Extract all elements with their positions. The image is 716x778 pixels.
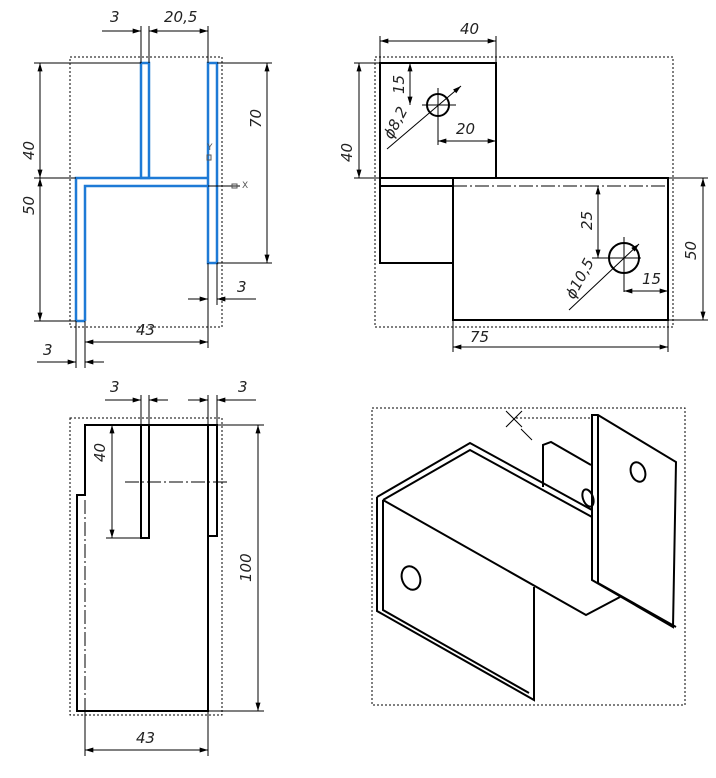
dim-left-height: 40 bbox=[338, 143, 356, 162]
dim-hole1-horizontal: 20 bbox=[456, 120, 475, 138]
dim-slot-right: 3 bbox=[238, 378, 248, 396]
dimensions: 3 3 40 100 43 bbox=[84, 378, 264, 756]
iso-hole-back bbox=[581, 488, 595, 508]
dim-top-thickness: 3 bbox=[110, 8, 120, 26]
dim-slot-depth: 40 bbox=[91, 443, 109, 462]
dim-hole2-vertical: 25 bbox=[578, 211, 596, 230]
iso-hole-right bbox=[629, 461, 647, 483]
top-view[interactable]: 40 40 15 20 ϕ8,2 25 15 ϕ10,5 50 75 bbox=[338, 20, 708, 352]
axis-y-label: Y bbox=[206, 143, 213, 153]
side-view[interactable]: 3 3 40 100 43 bbox=[69, 378, 264, 756]
axis-x-label: X bbox=[242, 181, 248, 191]
dim-plate-thickness: 3 bbox=[237, 278, 247, 296]
isometric-view[interactable] bbox=[371, 407, 686, 706]
dim-width: 43 bbox=[136, 729, 155, 747]
iso-hole-left bbox=[400, 565, 422, 591]
view-frame bbox=[374, 56, 674, 328]
axis-indicator: X Y bbox=[206, 143, 248, 191]
dimensions: 3 20,5 40 50 70 3 43 3 bbox=[20, 8, 272, 368]
origin-marker-icon bbox=[505, 410, 533, 441]
dim-bottom-width: 75 bbox=[470, 328, 489, 346]
dim-slot-left: 3 bbox=[110, 378, 120, 396]
dim-hole1-diameter: ϕ8,2 bbox=[380, 104, 412, 142]
dim-plate-height: 70 bbox=[247, 109, 265, 128]
dim-width: 43 bbox=[136, 321, 155, 339]
dim-upper-height: 40 bbox=[20, 141, 38, 160]
dim-height: 100 bbox=[237, 553, 255, 582]
dim-lower-height: 50 bbox=[20, 196, 38, 215]
dim-hole2-horizontal: 15 bbox=[642, 270, 661, 288]
dim-right-height: 50 bbox=[682, 241, 700, 260]
dim-top-width: 40 bbox=[460, 20, 479, 38]
dim-left-thickness: 3 bbox=[43, 341, 53, 359]
view-frame bbox=[371, 407, 686, 706]
dim-top-offset: 20,5 bbox=[164, 8, 197, 26]
view-frame bbox=[69, 417, 223, 716]
front-view[interactable]: X Y 3 20,5 40 50 70 3 43 bbox=[20, 8, 272, 368]
view-frame bbox=[69, 56, 223, 328]
dim-hole2-diameter: ϕ10,5 bbox=[562, 255, 598, 302]
selected-contour[interactable] bbox=[74, 61, 219, 323]
dim-hole1-vertical: 15 bbox=[390, 75, 408, 94]
